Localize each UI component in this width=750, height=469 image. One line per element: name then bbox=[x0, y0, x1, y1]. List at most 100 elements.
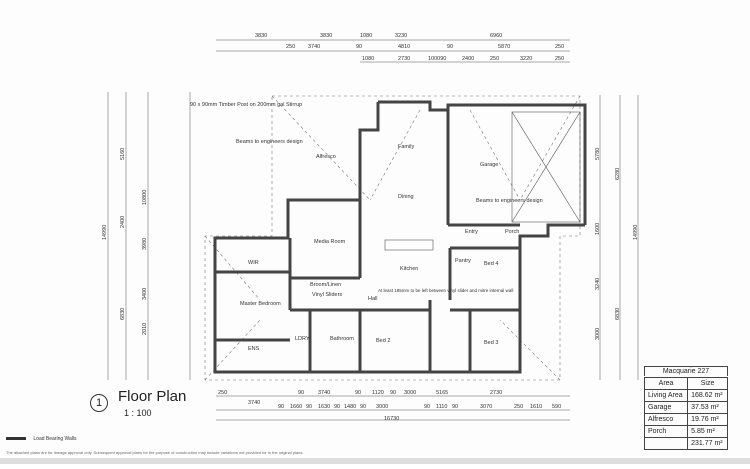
dim-left-mid-a: 6830 bbox=[120, 308, 126, 320]
dim-left-outer: 14990 bbox=[102, 225, 108, 240]
legend: Load Bearing Walls bbox=[6, 436, 77, 442]
area-size: 19.76 m² bbox=[687, 413, 728, 426]
room-hall: Hall bbox=[368, 296, 377, 302]
dim-top2-a: 250 bbox=[286, 44, 295, 50]
dim-top3-g: 250 bbox=[555, 56, 564, 62]
dim-top2-g: 250 bbox=[555, 44, 564, 50]
dim-bottom2-h: 3000 bbox=[376, 404, 388, 410]
dim-top3-a: 1080 bbox=[362, 56, 374, 62]
room-labels: Alfresco Family Garage Dining Media Room… bbox=[240, 144, 519, 352]
load-bearing-swatch bbox=[6, 437, 26, 441]
room-kitchen: Kitchen bbox=[400, 266, 418, 272]
dim-bottom1-d: 3740 bbox=[318, 390, 330, 396]
dim-bottom1-j: 2730 bbox=[490, 390, 502, 396]
dim-top3-f: 3220 bbox=[520, 56, 532, 62]
plan-notes: 90 x 90mm Timber Post on 200mm gal Stirr… bbox=[190, 102, 543, 298]
area-size: 168.62 m² bbox=[687, 389, 728, 402]
drawing-title: Floor Plan bbox=[118, 388, 187, 405]
dim-bottom1-c: 90 bbox=[298, 390, 304, 396]
dim-left-inner-c: 3980 bbox=[142, 238, 148, 250]
right-dimensions: 14990 6280 6830 5780 1600 3240 3000 bbox=[595, 95, 639, 380]
dim-bottom2-g: 90 bbox=[360, 404, 366, 410]
area-size: 37.53 m² bbox=[687, 401, 728, 414]
garage-bay bbox=[511, 111, 581, 223]
dim-right-inner-a: 5780 bbox=[595, 148, 601, 160]
dim-right-mid-a: 6280 bbox=[615, 168, 621, 180]
area-row: Porch 5.85 m² bbox=[643, 425, 728, 438]
room-entry: Entry bbox=[465, 229, 478, 235]
area-name: Garage bbox=[643, 401, 689, 414]
room-broom: Broom/Linen bbox=[310, 282, 341, 288]
area-row: Garage 37.53 m² bbox=[643, 401, 728, 414]
dim-bottom2-k: 90 bbox=[452, 404, 458, 410]
area-name: Alfresco bbox=[643, 413, 689, 426]
dim-bottom1-f: 1120 bbox=[372, 390, 384, 396]
area-row: Living Area 168.62 m² bbox=[643, 389, 728, 402]
area-name: Living Area bbox=[643, 389, 689, 402]
dim-left-inner-d: 3400 bbox=[142, 288, 148, 300]
room-master: Master Bedroom bbox=[240, 301, 281, 307]
top-dimensions: 3830 3830 1080 3230 6960 250 3740 90 481… bbox=[216, 33, 570, 63]
note-timber-post: 90 x 90mm Timber Post on 200mm gal Stirr… bbox=[190, 102, 302, 108]
room-porch: Porch bbox=[505, 229, 519, 235]
dim-top3-b: 2730 bbox=[398, 56, 410, 62]
dim-top2-d: 4810 bbox=[398, 44, 410, 50]
note-beams-right: Beams to engineers design bbox=[476, 198, 543, 204]
dim-left-mid-b: 10800 bbox=[142, 190, 148, 205]
dim-bottom1-h: 3000 bbox=[404, 390, 416, 396]
dim-top1-a: 3830 bbox=[255, 33, 267, 39]
page-bottom-strip bbox=[0, 458, 750, 464]
room-bed4: Bed 4 bbox=[484, 261, 498, 267]
note-engineer: At least 185mm to be left between vinyl … bbox=[378, 288, 513, 293]
room-bathroom: Bathroom bbox=[330, 336, 354, 342]
legend-label: Load Bearing Walls bbox=[33, 436, 77, 442]
area-total: 231.77 m² bbox=[687, 437, 728, 450]
dim-bottom2-f: 1480 bbox=[344, 404, 356, 410]
dim-bottom2-m: 250 bbox=[514, 404, 523, 410]
dim-bottom2-e: 90 bbox=[334, 404, 340, 410]
footnote: The attached plans are for lineage appro… bbox=[6, 450, 304, 455]
dim-bottom1-g: 90 bbox=[390, 390, 396, 396]
room-garage: Garage bbox=[480, 162, 498, 168]
room-dining: Dining bbox=[398, 194, 414, 200]
dim-bottom1-b: 3740 bbox=[248, 400, 260, 406]
room-bed3: Bed 3 bbox=[484, 340, 498, 346]
area-col-header: Area bbox=[643, 377, 689, 390]
room-ens: ENS bbox=[248, 346, 260, 352]
dim-top2-e: 90 bbox=[447, 44, 453, 50]
area-name: Porch bbox=[643, 425, 689, 438]
dim-bottom2-o: 590 bbox=[552, 404, 561, 410]
dim-top3-e: 250 bbox=[490, 56, 499, 62]
dim-bottom1-a: 250 bbox=[218, 390, 227, 396]
dim-left-inner-b: 2400 bbox=[120, 216, 126, 228]
dim-bottom-total: 16730 bbox=[384, 416, 399, 422]
dim-top2-b: 3740 bbox=[308, 44, 320, 50]
dim-bottom1-i: 5165 bbox=[436, 390, 448, 396]
room-alfresco: Alfresco bbox=[316, 154, 336, 160]
room-ldry: LDRY bbox=[295, 336, 310, 342]
dim-top1-b: 3830 bbox=[320, 33, 332, 39]
note-vinyl-sliders: Vinyl Sliders bbox=[312, 292, 342, 298]
area-total-row: 231.77 m² bbox=[643, 437, 728, 450]
dim-bottom2-c: 90 bbox=[306, 404, 312, 410]
left-dimensions: 14990 6830 10800 5160 2400 3980 3400 201… bbox=[102, 92, 191, 380]
area-schedule-heading: Macquarie 227 bbox=[644, 366, 728, 376]
area-row: Alfresco 19.76 m² bbox=[643, 413, 728, 426]
dim-right-inner-c: 3240 bbox=[595, 278, 601, 290]
room-family: Family bbox=[398, 144, 414, 150]
dim-top1-d: 3230 bbox=[395, 33, 407, 39]
dim-left-inner-a: 5160 bbox=[120, 148, 126, 160]
dim-right-mid-b: 6830 bbox=[615, 308, 621, 320]
dim-top2-c: 90 bbox=[356, 44, 362, 50]
dim-bottom2-n: 1610 bbox=[530, 404, 542, 410]
drawing-number: 1 bbox=[90, 394, 108, 412]
dim-bottom2-j: 1110 bbox=[436, 404, 447, 410]
size-col-header: Size bbox=[687, 377, 728, 390]
dim-top3-c: 100090 bbox=[428, 56, 446, 62]
room-wir: WIR bbox=[248, 260, 259, 266]
drawing-scale: 1 : 100 bbox=[124, 408, 152, 418]
room-bed2: Bed 2 bbox=[376, 338, 390, 344]
dim-bottom1-e: 90 bbox=[355, 390, 361, 396]
